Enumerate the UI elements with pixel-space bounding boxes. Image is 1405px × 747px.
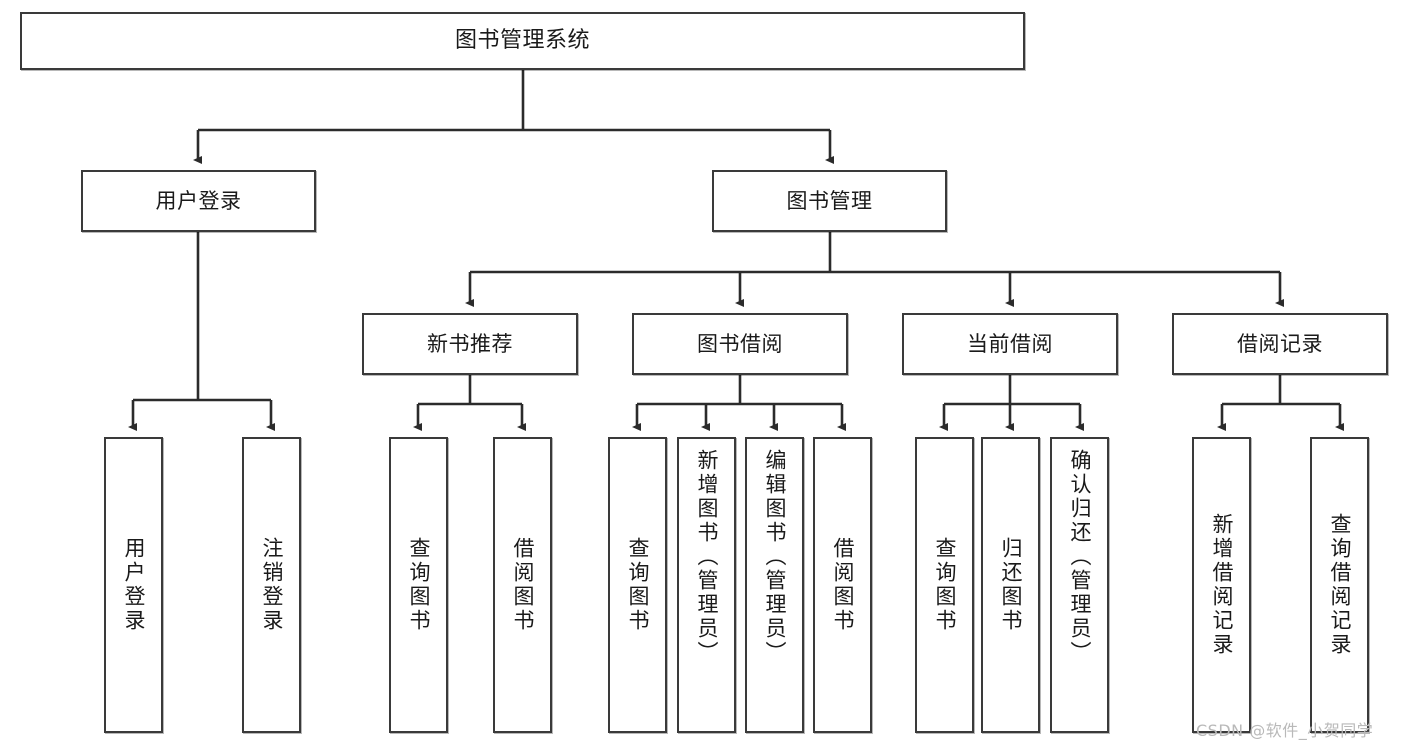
node-label: 查询图书 (626, 537, 650, 633)
node-label: 借阅图书 (831, 537, 855, 633)
node-label: 借阅图书 (511, 537, 535, 633)
node-borrow-record[interactable]: 借阅记录 (1172, 313, 1388, 375)
leaf-book-borrow-add[interactable]: 新增图书（管理员） (677, 437, 736, 733)
node-label: 借阅记录 (1237, 331, 1323, 356)
leaf-current-borrow-query[interactable]: 查询图书 (915, 437, 974, 733)
node-label: 编辑图书（管理员） (763, 449, 787, 665)
node-label: 新增借阅记录 (1210, 513, 1234, 657)
node-label: 用户登录 (122, 537, 146, 633)
leaf-current-borrow-return[interactable]: 归还图书 (981, 437, 1040, 733)
node-label: 确认归还（管理员） (1068, 449, 1092, 665)
node-root-system[interactable]: 图书管理系统 (20, 12, 1025, 70)
node-label: 新增图书（管理员） (695, 449, 719, 665)
node-book-borrow[interactable]: 图书借阅 (632, 313, 848, 375)
leaf-book-borrow-borrow[interactable]: 借阅图书 (813, 437, 872, 733)
leaf-current-borrow-confirm-return[interactable]: 确认归还（管理员） (1050, 437, 1109, 733)
node-label: 查询借阅记录 (1328, 513, 1352, 657)
leaf-user-login-login[interactable]: 用户登录 (104, 437, 163, 733)
node-label: 当前借阅 (967, 331, 1053, 356)
node-label: 图书管理 (786, 188, 873, 213)
leaf-borrow-record-query[interactable]: 查询借阅记录 (1310, 437, 1369, 733)
node-label: 注销登录 (260, 537, 284, 633)
node-current-borrow[interactable]: 当前借阅 (902, 313, 1118, 375)
node-label: 图书管理系统 (454, 28, 590, 54)
node-label: 新书推荐 (427, 331, 513, 356)
node-user-login[interactable]: 用户登录 (81, 170, 316, 232)
leaf-borrow-record-add[interactable]: 新增借阅记录 (1192, 437, 1251, 733)
leaf-user-login-logout[interactable]: 注销登录 (242, 437, 301, 733)
node-label: 查询图书 (407, 537, 431, 633)
node-label: 图书借阅 (697, 331, 783, 356)
node-book-management[interactable]: 图书管理 (712, 170, 947, 232)
leaf-new-book-query[interactable]: 查询图书 (389, 437, 448, 733)
leaf-book-borrow-query[interactable]: 查询图书 (608, 437, 667, 733)
node-label: 归还图书 (999, 537, 1023, 633)
leaf-new-book-borrow[interactable]: 借阅图书 (493, 437, 552, 733)
node-label: 用户登录 (155, 188, 242, 213)
node-new-book-recommend[interactable]: 新书推荐 (362, 313, 578, 375)
node-label: 查询图书 (933, 537, 957, 633)
watermark-text: CSDN @软件_小贺同学 (1196, 721, 1374, 740)
leaf-book-borrow-edit[interactable]: 编辑图书（管理员） (745, 437, 804, 733)
